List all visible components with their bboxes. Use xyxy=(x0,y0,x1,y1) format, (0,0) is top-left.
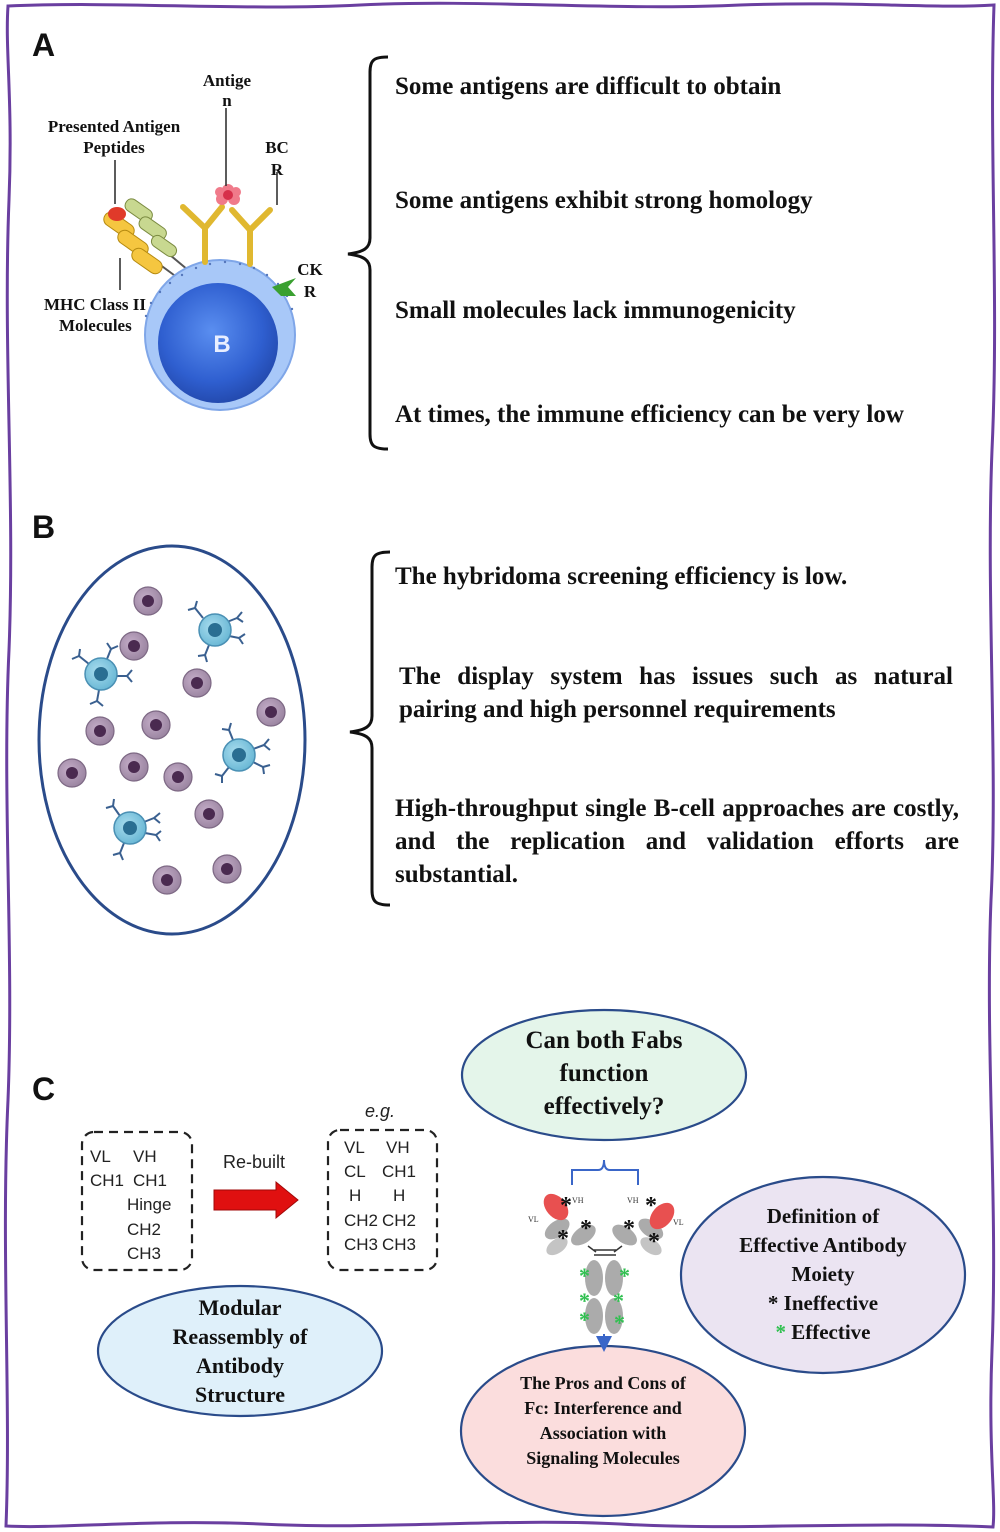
legend-effective: Effective xyxy=(791,1320,871,1344)
panel-b-brace xyxy=(349,550,391,907)
mhc-label-line1: MHC Class II xyxy=(44,295,146,314)
presented-peptide xyxy=(108,207,126,221)
mhc-class-ii-molecule xyxy=(103,198,178,275)
fab-question-ellipse xyxy=(460,1008,748,1142)
original-domain-hinge: Hinge xyxy=(127,1195,171,1214)
antibody-diagram xyxy=(543,1193,675,1352)
ineffective-markers: * * * * * * xyxy=(557,1193,660,1255)
rebuilt-arrow-label: Re-built xyxy=(223,1152,285,1172)
bcr-label-line2: R xyxy=(271,160,284,179)
definition-text: Definition of Effective Antibody Moiety … xyxy=(713,1202,933,1347)
b-cell-label: B xyxy=(213,331,230,358)
cell-population-ellipse xyxy=(37,544,307,936)
panel-a-point-3: Small molecules lack immunogenicity xyxy=(395,297,796,324)
fc-text: The Pros and Cons of Fc: Interference an… xyxy=(520,1373,686,1468)
svg-text:*: * xyxy=(580,1216,592,1242)
svg-text:*: * xyxy=(557,1226,569,1252)
rebuilt-domain-vl: VL xyxy=(344,1138,365,1157)
bcr-label-line1: BC xyxy=(265,138,289,157)
svg-text:*: * xyxy=(579,1288,590,1313)
antibody-label-vh-left: VH xyxy=(572,1196,584,1205)
svg-text:*: * xyxy=(623,1216,635,1242)
svg-text:*: * xyxy=(579,1307,590,1332)
b-cell-illustration: B xyxy=(103,184,296,411)
panel-a-point-2: Some antigens exhibit strong homology xyxy=(395,187,813,214)
ckr-receptor xyxy=(272,278,296,296)
mhc-label-line2: Molecules xyxy=(59,316,132,335)
panel-c-letter: C xyxy=(32,1071,55,1107)
panel-a-brace xyxy=(347,55,389,451)
original-domain-ch1-right: CH1 xyxy=(133,1171,167,1190)
rebuilt-domain-ch3-right: CH3 xyxy=(382,1235,416,1254)
panel-a-letter: A xyxy=(32,27,55,63)
svg-text:*: * xyxy=(614,1310,625,1335)
original-domain-ch1-left: CH1 xyxy=(90,1171,124,1190)
svg-text:*: * xyxy=(579,1263,590,1288)
rebuilt-domain-ch2-right: CH2 xyxy=(382,1211,416,1230)
panel-a-point-1: Some antigens are difficult to obtain xyxy=(395,73,782,100)
target-b-cell xyxy=(71,600,271,861)
panel-b-letter: B xyxy=(32,509,55,545)
panel-b-point-1: The hybridoma screening efficiency is lo… xyxy=(395,563,848,590)
rebuilt-domain-h-left: H xyxy=(349,1186,361,1205)
rebuilt-domain-ch2-left: CH2 xyxy=(344,1211,378,1230)
effective-markers: * * * * * * xyxy=(579,1263,630,1335)
non-target-cell xyxy=(57,586,286,895)
presented-peptides-label-line2: Peptides xyxy=(83,138,145,157)
svg-text:*: * xyxy=(619,1263,630,1288)
fab-right-vh xyxy=(649,1202,675,1230)
svg-text:*: * xyxy=(560,1193,572,1219)
antibody-label-vl-left: VL xyxy=(528,1215,539,1224)
b-cell-nucleus xyxy=(158,283,278,403)
panel-b-point-2: The display system has issues such as na… xyxy=(399,663,953,723)
panel-b-point-3: High-throughput single B-cell approaches… xyxy=(395,795,959,888)
bcr-receptor-right xyxy=(229,207,273,267)
rebuilt-domain-cl: CL xyxy=(344,1162,366,1181)
legend-ineffective: * Ineffective xyxy=(767,1291,879,1315)
rebuilt-domain-h-right: H xyxy=(393,1186,405,1205)
antibody-label-vh-right: VH xyxy=(627,1196,639,1205)
svg-text:*: * xyxy=(645,1193,657,1219)
eg-label: e.g. xyxy=(365,1101,395,1121)
modular-reassembly-ellipse xyxy=(96,1284,384,1418)
rebuilt-domain-ch3-left: CH3 xyxy=(344,1235,378,1254)
ckr-label-line2: R xyxy=(304,282,317,301)
red-arrow xyxy=(213,1180,299,1220)
ckr-label-line1: CK xyxy=(297,260,323,279)
panel-a-point-4: At times, the immune efficiency can be v… xyxy=(395,401,904,428)
modular-reassembly-text: Modular Reassembly of Antibody Structure xyxy=(172,1295,308,1407)
rebuilt-domain-ch1: CH1 xyxy=(382,1162,416,1181)
legend-effective-row: * Effective xyxy=(713,1318,933,1347)
original-domain-vl: VL xyxy=(90,1147,111,1166)
effective-star-icon: * xyxy=(775,1320,786,1344)
definition-title: Definition of Effective Antibody Moiety xyxy=(739,1204,907,1286)
antigen-label-line1: Antige xyxy=(203,71,252,90)
antigen-label-line2: n xyxy=(222,91,232,110)
antibody-label-vl-right: VL xyxy=(673,1218,684,1227)
figure-border xyxy=(3,1,997,1529)
bcr-receptor-left xyxy=(180,204,225,265)
svg-text:*: * xyxy=(648,1229,660,1255)
antigen-flower xyxy=(215,184,241,205)
original-domain-vh: VH xyxy=(133,1147,157,1166)
original-domain-ch3: CH3 xyxy=(127,1244,161,1263)
fab-bracket xyxy=(571,1159,639,1185)
fab-question-text: Can both Fabs function effectively? xyxy=(525,1027,683,1120)
definition-ellipse xyxy=(679,1175,967,1375)
svg-text:*: * xyxy=(613,1288,624,1313)
rebuilt-domain-vh: VH xyxy=(386,1138,410,1157)
fab-left-vh xyxy=(543,1193,569,1221)
original-domain-ch2: CH2 xyxy=(127,1220,161,1239)
panel-a-leader-lines xyxy=(114,108,278,290)
presented-peptides-label-line1: Presented Antigen xyxy=(48,117,181,136)
